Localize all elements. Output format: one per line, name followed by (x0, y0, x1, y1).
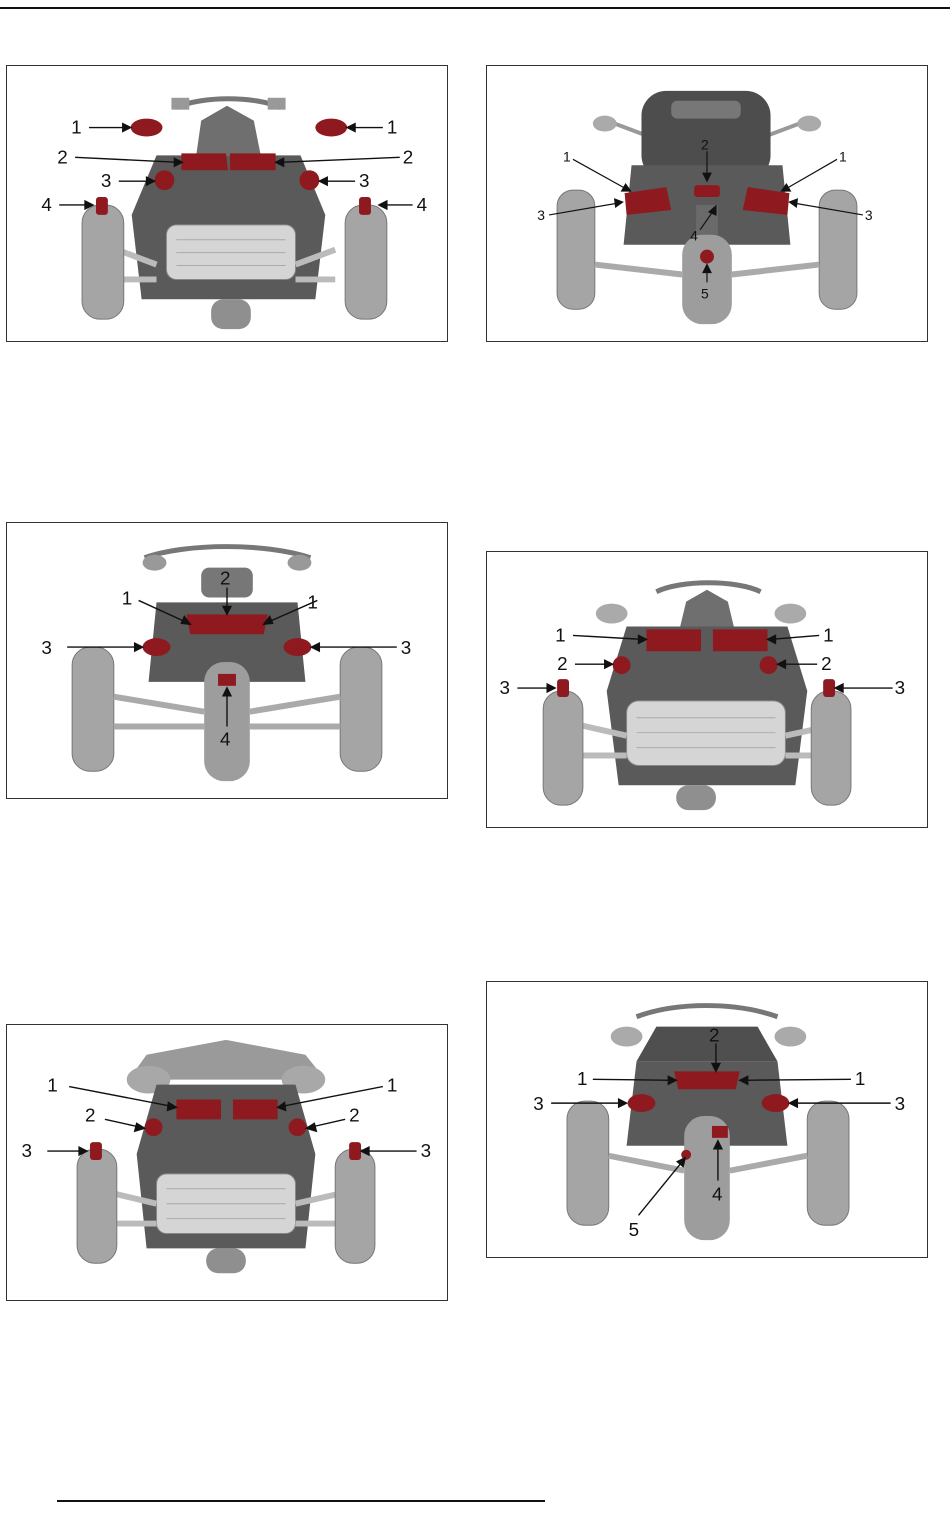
callout-2-right: 2 (349, 1104, 360, 1125)
callout-2-center: 2 (220, 568, 231, 589)
callout-1-left: 1 (122, 587, 133, 608)
callout-1-right: 1 (387, 117, 397, 138)
figure-front-lights-a: 1 1 2 2 3 3 4 4 (6, 65, 448, 342)
callout-3-right: 3 (421, 1140, 431, 1161)
callout-2-right: 2 (403, 146, 414, 167)
motorcycle-rear-trunk-illustration: 2 1 1 3 3 4 5 (487, 66, 927, 341)
header-rule (0, 7, 950, 9)
figure-front-lights-d: 1 1 2 2 3 3 (486, 551, 928, 828)
callout-4-center: 4 (712, 1183, 723, 1204)
callout-2-left: 2 (557, 653, 568, 674)
callout-1-left: 1 (563, 148, 571, 164)
figure-rear-lights-b: 2 1 1 3 3 4 5 (486, 65, 928, 342)
motorcycle-front-illustration: 1 1 2 2 3 3 4 4 (7, 66, 447, 341)
callout-2-left: 2 (85, 1104, 96, 1125)
callout-4-left: 4 (41, 194, 51, 215)
callout-1-left: 1 (577, 1068, 588, 1089)
callout-3-left: 3 (41, 637, 51, 658)
callout-4-center: 4 (690, 228, 698, 244)
callout-1-right: 1 (839, 148, 847, 164)
callout-3-right: 3 (401, 637, 412, 658)
footer-rule (57, 1500, 545, 1502)
figure-rear-lights-c: 2 1 1 3 3 4 (6, 522, 448, 799)
callout-2-center: 2 (709, 1025, 720, 1046)
callout-1-left: 1 (71, 117, 82, 138)
callout-2-right: 2 (821, 653, 832, 674)
motorcycle-rear-illustration: 2 1 1 3 3 4 (7, 523, 447, 798)
callout-4-center: 4 (220, 728, 231, 749)
motorcycle-rear-illustration: 2 1 1 3 3 4 5 (487, 982, 927, 1257)
callout-3-left: 3 (21, 1140, 32, 1161)
callout-2-left: 2 (57, 146, 68, 167)
motorcycle-front-illustration: 1 1 2 2 3 3 (487, 552, 927, 827)
callout-1-right: 1 (855, 1068, 866, 1089)
callout-3-left: 3 (537, 207, 545, 223)
callout-3-left: 3 (533, 1093, 544, 1114)
callout-1-left: 1 (47, 1075, 58, 1096)
callout-5-center: 5 (701, 285, 709, 301)
motorcycle-front-illustration: 1 1 2 2 3 3 (7, 1025, 447, 1300)
callout-1-right: 1 (307, 591, 318, 612)
callout-5-center: 5 (629, 1219, 640, 1240)
callout-3-right: 3 (359, 170, 370, 191)
figure-rear-lights-f: 2 1 1 3 3 4 5 (486, 981, 928, 1258)
callout-3-left: 3 (500, 677, 511, 698)
callout-1-right: 1 (823, 624, 833, 645)
callout-3-right: 3 (865, 207, 873, 223)
callout-3-right: 3 (895, 677, 906, 698)
callout-3-right: 3 (895, 1093, 906, 1114)
callout-4-right: 4 (417, 194, 428, 215)
callout-3-left: 3 (101, 170, 112, 191)
callout-1-left: 1 (555, 624, 566, 645)
figure-front-lights-e: 1 1 2 2 3 3 (6, 1024, 448, 1301)
callout-2-center: 2 (701, 136, 709, 152)
callout-1-right: 1 (387, 1075, 397, 1096)
